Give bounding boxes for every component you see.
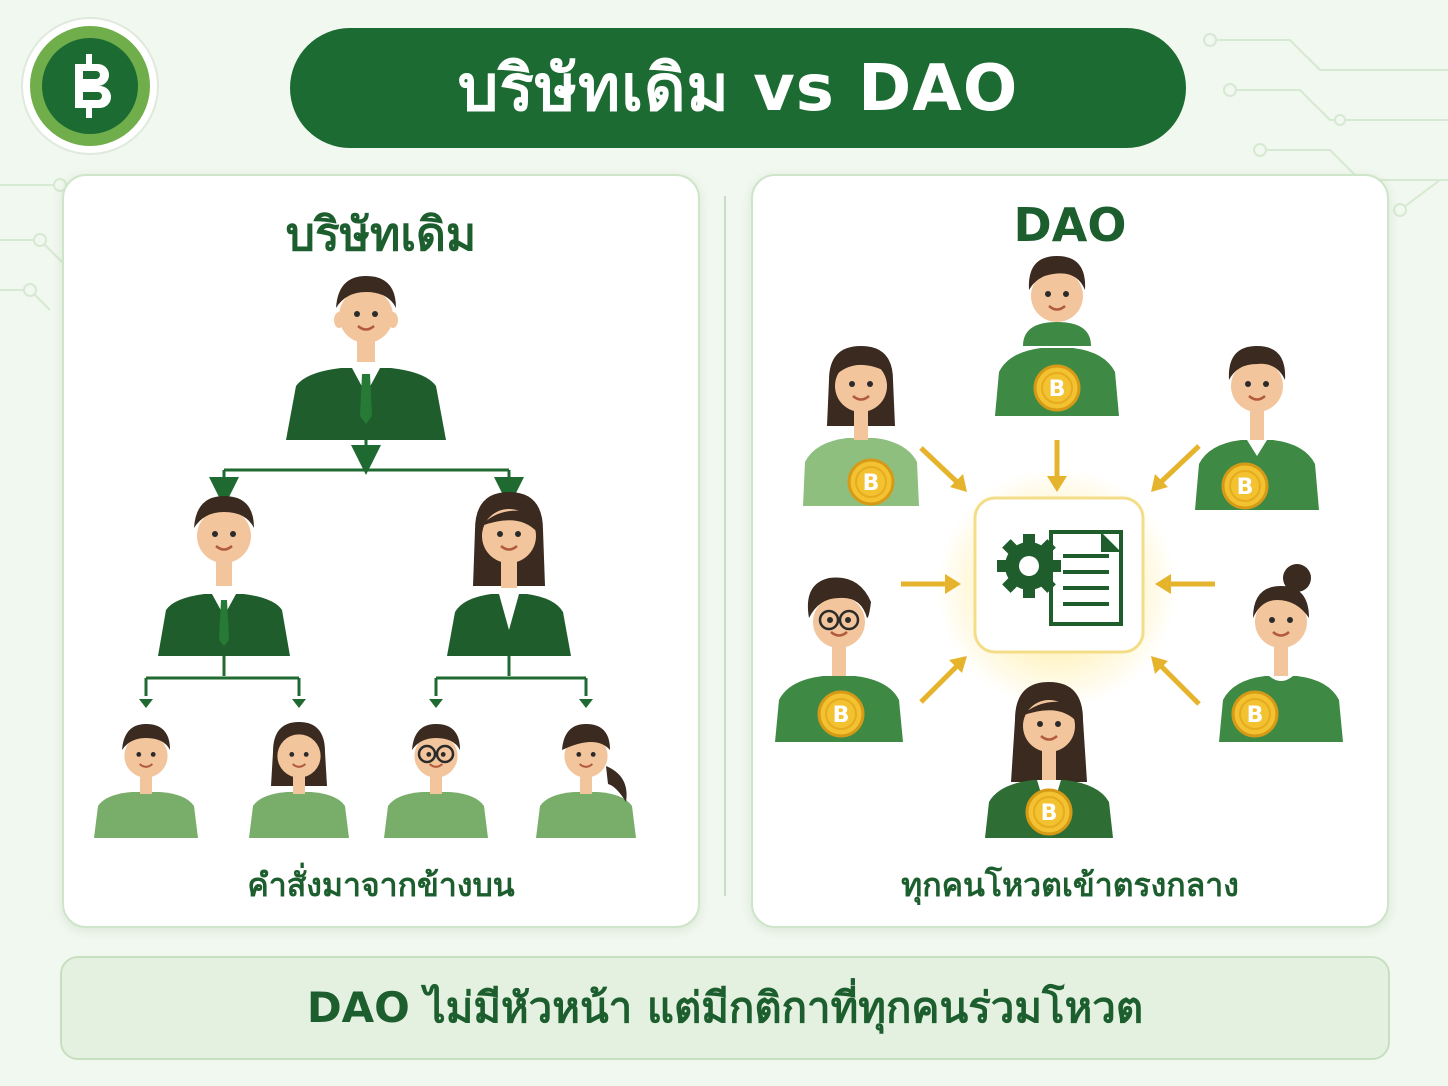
member-person [995, 256, 1119, 416]
dao-network-chart: B [775, 256, 1343, 838]
vote-arrows [901, 440, 1215, 706]
member-person [1195, 346, 1319, 510]
staff-person [384, 724, 488, 838]
dao-title: DAO [1013, 198, 1127, 252]
manager-female-person [447, 492, 571, 656]
page-title: บริษัทเดิม vs DAO [290, 28, 1186, 148]
boss-person [286, 276, 446, 440]
traditional-caption: คำสั่งมาจากข้างบน [247, 866, 515, 904]
member-person [1219, 564, 1343, 742]
panel-divider [724, 196, 726, 896]
traditional-company-panel: บริษัทเดิม [62, 174, 700, 928]
hierarchy-chart [94, 276, 636, 838]
manager-male-person [158, 496, 290, 656]
baht-coin-icon [21, 17, 159, 155]
staff-person [536, 724, 636, 838]
member-person [775, 577, 903, 742]
dao-caption: ทุกคนโหวตเข้าตรงกลาง [901, 866, 1239, 904]
traditional-title: บริษัทเดิม [285, 207, 477, 261]
staff-person [94, 724, 198, 838]
member-person [803, 346, 919, 506]
member-person [985, 682, 1113, 838]
dao-panel: DAO B [751, 174, 1389, 928]
summary-banner: DAO ไม่มีหัวหน้า แต่มีกติกาที่ทุกคนร่วมโ… [60, 956, 1390, 1060]
staff-person [249, 722, 349, 838]
